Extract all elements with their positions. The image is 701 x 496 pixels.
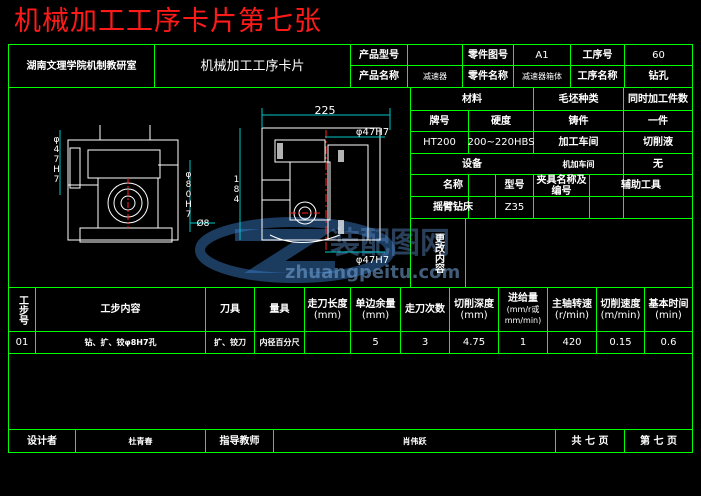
part-name-label: 零件名称 [468, 71, 508, 82]
fixture-label: 夹具名称及编号 [536, 174, 587, 197]
workshop-label: 加工车间 [558, 137, 599, 148]
header-cut-depth: 切削深度 (mm) [450, 290, 498, 330]
blank-type-value: 铸件 [568, 115, 589, 127]
watermark-cn: 装配图网 [330, 226, 450, 261]
part-count-label: 同时加工件数 [628, 93, 688, 105]
header-feed: 进给量 (mm/r或mm/min) [499, 289, 547, 330]
dim-47h7-top: φ47H7 [355, 126, 390, 138]
row-feed: 1 [519, 337, 527, 348]
hardness-label: 硬度 [491, 115, 511, 127]
row-base-time: 0.6 [660, 337, 677, 348]
product-name-value: 减速器 [423, 72, 447, 81]
header-allowance-label: 单边余量 [355, 299, 396, 310]
header-feed-length: 走刀长度 (mm) [305, 290, 350, 330]
page-number: 第 七 页 [640, 435, 677, 447]
aux-tool-label: 辅助工具 [621, 180, 661, 191]
grade-label: 牌号 [429, 115, 450, 127]
header-base-time-unit: (min) [655, 310, 682, 321]
material-label: 材料 [462, 93, 482, 105]
row-gauge: 内径百分尺 [259, 338, 300, 347]
row-cut-depth: 4.75 [462, 337, 486, 348]
header-feed-length-label: 走刀长度 [307, 299, 348, 310]
header-feed-label: 进给量 [508, 293, 538, 304]
row-spindle-speed: 420 [562, 337, 582, 348]
designer-label: 设计者 [27, 435, 57, 447]
header-feed-unit: (mm/r或mm/min) [504, 305, 542, 325]
card-name: 机械加工工序卡片 [200, 58, 305, 74]
dim-225: 225 [314, 103, 336, 117]
header-cut-speed-label: 切削速度 [600, 299, 641, 310]
change-content-label: 更改内容 [432, 233, 444, 273]
side-view [67, 125, 179, 243]
header-allowance-unit: (mm) [361, 310, 390, 321]
coolant-value: 无 [653, 158, 663, 170]
dim-47h7-left: φ47H7 [51, 135, 62, 185]
row-allowance: 5 [372, 337, 379, 348]
header-step-content: 工步内容 [100, 304, 141, 315]
process-name-label: 工序名称 [577, 71, 618, 82]
coolant-label: 切削液 [643, 137, 673, 148]
header-cutter: 刀具 [220, 304, 240, 315]
hardness-value: 200~220HBS [467, 137, 535, 148]
row-cutter: 扩、铰刀 [214, 338, 246, 347]
product-name-label: 产品名称 [359, 71, 399, 82]
dim-184: 184 [231, 175, 242, 205]
header-spindle-speed: 主轴转速 (r/min) [548, 290, 596, 330]
header-passes: 走刀次数 [405, 304, 445, 315]
equipment-label: 设备 [462, 158, 482, 170]
header-step-no: 工步号 [16, 294, 28, 325]
blank-type-label: 毛坯种类 [558, 93, 599, 105]
part-no-value: A1 [535, 49, 549, 61]
process-no-value: 60 [652, 49, 665, 61]
row-feed-length [305, 332, 350, 353]
hatching [277, 143, 344, 234]
card-title: 机械加工工序卡片第七张 [14, 6, 322, 37]
machine-no-label: 机加车间 [562, 159, 595, 169]
center-lines [127, 130, 327, 250]
dimension-lines [59, 108, 391, 253]
dim-80h7: φ80H7 [183, 170, 194, 220]
header-feed-length-unit: (mm) [313, 310, 342, 321]
header-base-time-label: 基本时间 [648, 299, 689, 310]
header-cut-depth-label: 切削深度 [454, 299, 494, 310]
watermark-text: zhuangpeitu.com [285, 262, 461, 283]
process-no-label: 工序号 [582, 49, 613, 61]
grade-value: HT200 [423, 137, 456, 148]
header-spindle-speed-unit: (r/min) [554, 310, 590, 321]
part-count-value: 一件 [648, 115, 668, 127]
dim-47h7-bottom: φ47H7 [355, 254, 390, 266]
designer-value: 杜青春 [128, 436, 153, 446]
row-passes: 3 [421, 337, 429, 348]
row-cut-speed: 0.15 [609, 337, 632, 348]
header-cut-depth-unit: (mm) [460, 310, 488, 321]
school-name: 湖南文理学院机制教研室 [26, 60, 137, 72]
header-base-time: 基本时间 (min) [645, 290, 692, 330]
header-spindle-speed-label: 主轴转速 [552, 299, 592, 310]
name-label: 名称 [443, 180, 463, 191]
model-label: 型号 [504, 180, 525, 191]
product-model-value [408, 45, 462, 65]
header-cut-speed-unit: (m/min) [600, 310, 641, 321]
process-name-value: 钻孔 [648, 71, 669, 82]
advisor-label: 指导教师 [219, 435, 260, 447]
row-step-content: 钻、扩、铰φ8H7孔 [84, 338, 157, 347]
header-allowance: 单边余量 (mm) [351, 290, 400, 330]
total-pages: 共 七 页 [571, 435, 609, 447]
part-name-value: 减速器箱体 [522, 72, 562, 81]
dim-8: Ø8 [196, 218, 210, 229]
product-model-label: 产品型号 [359, 49, 399, 61]
part-no-label: 零件图号 [468, 49, 508, 61]
machine-model: Z35 [504, 202, 525, 213]
row-step-no: 01 [15, 337, 29, 348]
machine-name: 摇臂钻床 [433, 202, 473, 213]
header-gauge: 量具 [269, 304, 290, 315]
header-cut-speed: 切削速度 (m/min) [597, 290, 644, 330]
advisor-value: 肖伟跃 [402, 436, 427, 446]
